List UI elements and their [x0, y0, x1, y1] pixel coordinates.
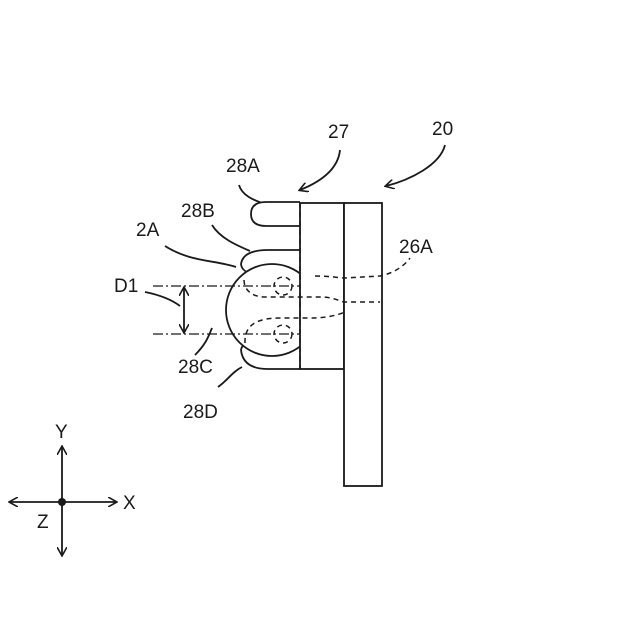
- leader-28B: [212, 225, 250, 251]
- axis-label-z: Z: [37, 512, 49, 533]
- label-27: 27: [328, 122, 349, 143]
- label-28A: 28A: [226, 156, 260, 177]
- plate-20: [344, 203, 382, 486]
- leader-28C: [195, 328, 212, 355]
- label-28D: 28D: [183, 402, 218, 423]
- axis-label-x: X: [123, 493, 136, 514]
- z-axis-dot: [58, 498, 66, 506]
- label-28C: 28C: [178, 357, 213, 378]
- label-20: 20: [432, 119, 453, 140]
- block-27: [300, 203, 344, 369]
- label-28B: 28B: [181, 201, 215, 222]
- label-D1: D1: [114, 276, 138, 297]
- label-2A: 2A: [136, 220, 160, 241]
- leader-20: [386, 145, 445, 186]
- axis-label-y: Y: [55, 422, 68, 443]
- finger-28A: [251, 202, 300, 226]
- leader-2A: [165, 246, 236, 267]
- label-26A: 26A: [399, 237, 433, 258]
- leader-D1: [145, 292, 180, 306]
- coordinate-axes: [10, 447, 116, 555]
- leader-28D: [218, 367, 242, 387]
- leader-27: [300, 150, 340, 190]
